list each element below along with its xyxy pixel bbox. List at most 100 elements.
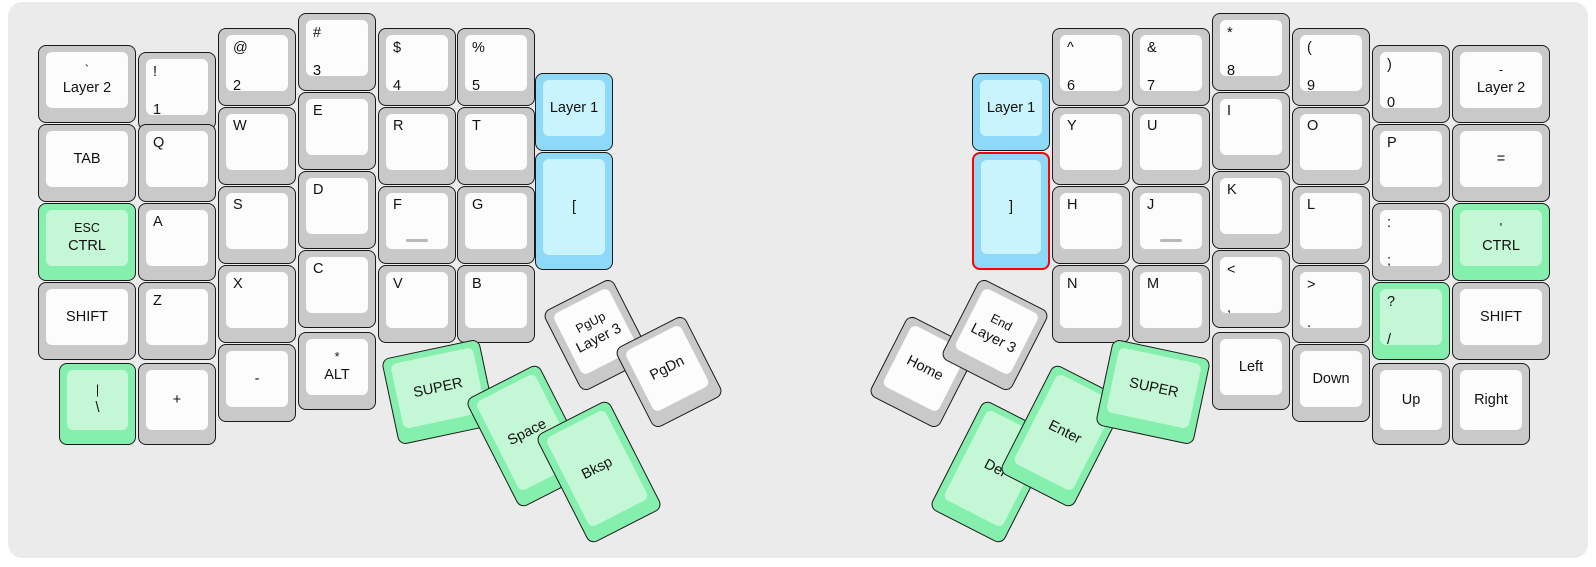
key-legend: :; [1380,210,1442,266]
key-r-8[interactable]: *8 [1212,13,1290,91]
key-l-q[interactable]: Q [138,124,216,202]
key-l-alt[interactable]: *ALT [298,332,376,410]
key-l-z[interactable]: Z [138,282,216,360]
key-r-m[interactable]: M [1132,265,1210,343]
key-r-minus-layer2[interactable]: -Layer 2 [1452,45,1550,123]
key-r-up[interactable]: Up [1372,363,1450,445]
key-l-2[interactable]: @2 [218,28,296,106]
key-r-right[interactable]: Right [1452,363,1530,445]
key-face: @2 [226,35,288,91]
key-face: )0 [1380,52,1442,108]
key-legend: PgDn [624,324,710,413]
key-r-bracket-right[interactable]: ] [972,152,1050,270]
key-r-6[interactable]: ^6 [1052,28,1130,106]
key-legend-lower: SHIFT [1480,308,1522,325]
key-legend: #3 [306,20,368,76]
key-face: V [386,272,448,328]
key-l-a[interactable]: A [138,203,216,281]
key-face: + [146,370,208,430]
key-legend-upper: I [1227,103,1232,119]
key-l-bracket-left[interactable]: [ [535,152,613,270]
key-legend-upper: : [1387,215,1392,231]
key-face: Z [146,289,208,345]
key-legend-lower: . [1307,315,1312,328]
key-r-shift[interactable]: SHIFT [1452,282,1550,360]
key-face: K [1220,178,1282,234]
key-legend-lower: CTRL [1482,237,1520,254]
key-l-g[interactable]: G [457,186,535,264]
key-r-equal[interactable]: = [1452,124,1550,202]
key-r-o[interactable]: O [1292,107,1370,185]
key-l-e[interactable]: E [298,92,376,170]
key-l-w[interactable]: W [218,107,296,185]
key-l-tab[interactable]: TAB [38,124,136,202]
key-l-r[interactable]: R [378,107,456,185]
key-face: R [386,114,448,170]
key-l-minus[interactable]: - [218,344,296,422]
key-legend-upper: ` [84,63,90,78]
key-l-layer1[interactable]: Layer 1 [535,73,613,151]
key-l-c[interactable]: C [298,250,376,328]
key-r-y[interactable]: Y [1052,107,1130,185]
key-l-v[interactable]: V [378,265,456,343]
key-l-b[interactable]: B [457,265,535,343]
key-l-5[interactable]: %5 [457,28,535,106]
key-l-d[interactable]: D [298,171,376,249]
key-legend: SHIFT [46,289,128,345]
key-l-t[interactable]: T [457,107,535,185]
key-l-1[interactable]: !1 [138,52,216,130]
key-r-u[interactable]: U [1132,107,1210,185]
key-r-j[interactable]: J [1132,186,1210,264]
key-r-slash[interactable]: ?/ [1372,282,1450,360]
key-r-down[interactable]: Down [1292,344,1370,422]
key-face: = [1460,131,1542,187]
key-face: <, [1220,257,1282,313]
key-legend-upper: C [313,261,324,277]
key-r-l[interactable]: L [1292,186,1370,264]
key-l-x[interactable]: X [218,265,296,343]
key-l-4[interactable]: $4 [378,28,456,106]
key-r-k[interactable]: K [1212,171,1290,249]
key-face: B [465,272,527,328]
key-r-n[interactable]: N [1052,265,1130,343]
key-face: >. [1300,272,1362,328]
key-l-plus[interactable]: + [138,363,216,445]
key-face: #3 [306,20,368,76]
key-l-grave-layer2[interactable]: `Layer 2 [38,45,136,123]
key-legend: *ALT [306,339,368,395]
key-legend: !1 [146,59,208,115]
key-face: |\ [67,370,128,430]
key-face: [ [543,159,605,255]
key-legend: W [226,114,288,170]
key-r-comma[interactable]: <, [1212,250,1290,328]
key-r-7[interactable]: &7 [1132,28,1210,106]
key-r-left[interactable]: Left [1212,332,1290,410]
key-face: Y [1060,114,1122,170]
key-l-f[interactable]: F [378,186,456,264]
key-legend-lower: [ [571,198,577,215]
key-r-semicolon[interactable]: :; [1372,203,1450,281]
key-r-quote-ctrl[interactable]: 'CTRL [1452,203,1550,281]
key-r-i[interactable]: I [1212,92,1290,170]
key-legend-upper: S [233,197,243,213]
key-face: M [1140,272,1202,328]
key-r-layer1[interactable]: Layer 1 [972,73,1050,151]
key-l-shift[interactable]: SHIFT [38,282,136,360]
key-r-0[interactable]: )0 [1372,45,1450,123]
key-legend: C [306,257,368,313]
key-legend-upper: | [95,383,100,398]
key-legend: A [146,210,208,266]
key-l-pipe-backslash[interactable]: |\ [59,363,136,445]
key-r-9[interactable]: (9 [1292,28,1370,106]
key-l-3[interactable]: #3 [298,13,376,91]
key-legend-upper: V [393,276,403,292]
key-r-h[interactable]: H [1052,186,1130,264]
key-r-p[interactable]: P [1372,124,1450,202]
key-r-period[interactable]: >. [1292,265,1370,343]
key-legend-lower: Enter [1045,417,1084,448]
key-l-s[interactable]: S [218,186,296,264]
key-face: X [226,272,288,328]
key-legend: %5 [465,35,527,91]
